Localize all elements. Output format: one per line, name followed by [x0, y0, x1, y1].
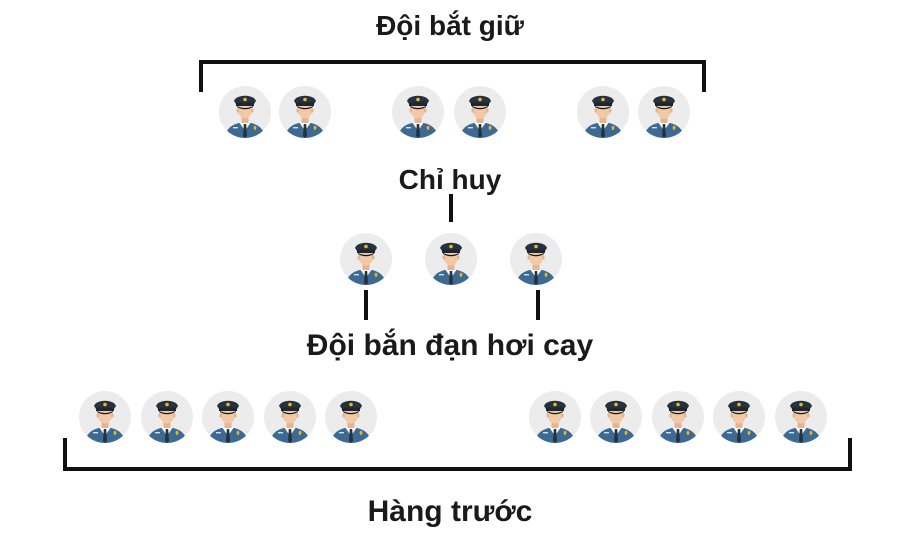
- bracket-left-tick: [63, 438, 67, 471]
- police-officer-icon: [590, 391, 642, 443]
- police-officer-icon: [141, 391, 193, 443]
- police-officer-icon: [219, 86, 271, 138]
- police-officer-icon: [79, 391, 131, 443]
- police-officer-icon: [638, 86, 690, 138]
- tear-gas-team-label: Đội bắn đạn hơi cay: [306, 329, 594, 362]
- police-officer-icon: [652, 391, 704, 443]
- police-officer-icon: [340, 233, 392, 285]
- arrest-team-label: Đội bắt giữ: [376, 10, 524, 41]
- police-officer-icon: [529, 391, 581, 443]
- police-officer-icon: [713, 391, 765, 443]
- tear-gas-connector-right: [536, 290, 540, 320]
- commander-connector: [449, 194, 453, 222]
- police-officer-icon: [325, 391, 377, 443]
- commander-label: Chỉ huy: [398, 164, 502, 195]
- bracket-left-tick: [199, 60, 203, 92]
- front-line-label: Hàng trước: [367, 495, 533, 528]
- police-officer-icon: [775, 391, 827, 443]
- police-officer-icon: [510, 233, 562, 285]
- police-officer-icon: [425, 233, 477, 285]
- police-officer-icon: [577, 86, 629, 138]
- police-officer-icon: [202, 391, 254, 443]
- bracket-line: [63, 467, 852, 471]
- bracket-line: [199, 60, 706, 64]
- bracket-right-tick: [848, 438, 852, 471]
- police-officer-icon: [454, 86, 506, 138]
- tear-gas-connector-left: [364, 290, 368, 320]
- police-officer-icon: [392, 86, 444, 138]
- bracket-right-tick: [702, 60, 706, 92]
- police-officer-icon: [279, 86, 331, 138]
- police-officer-icon: [264, 391, 316, 443]
